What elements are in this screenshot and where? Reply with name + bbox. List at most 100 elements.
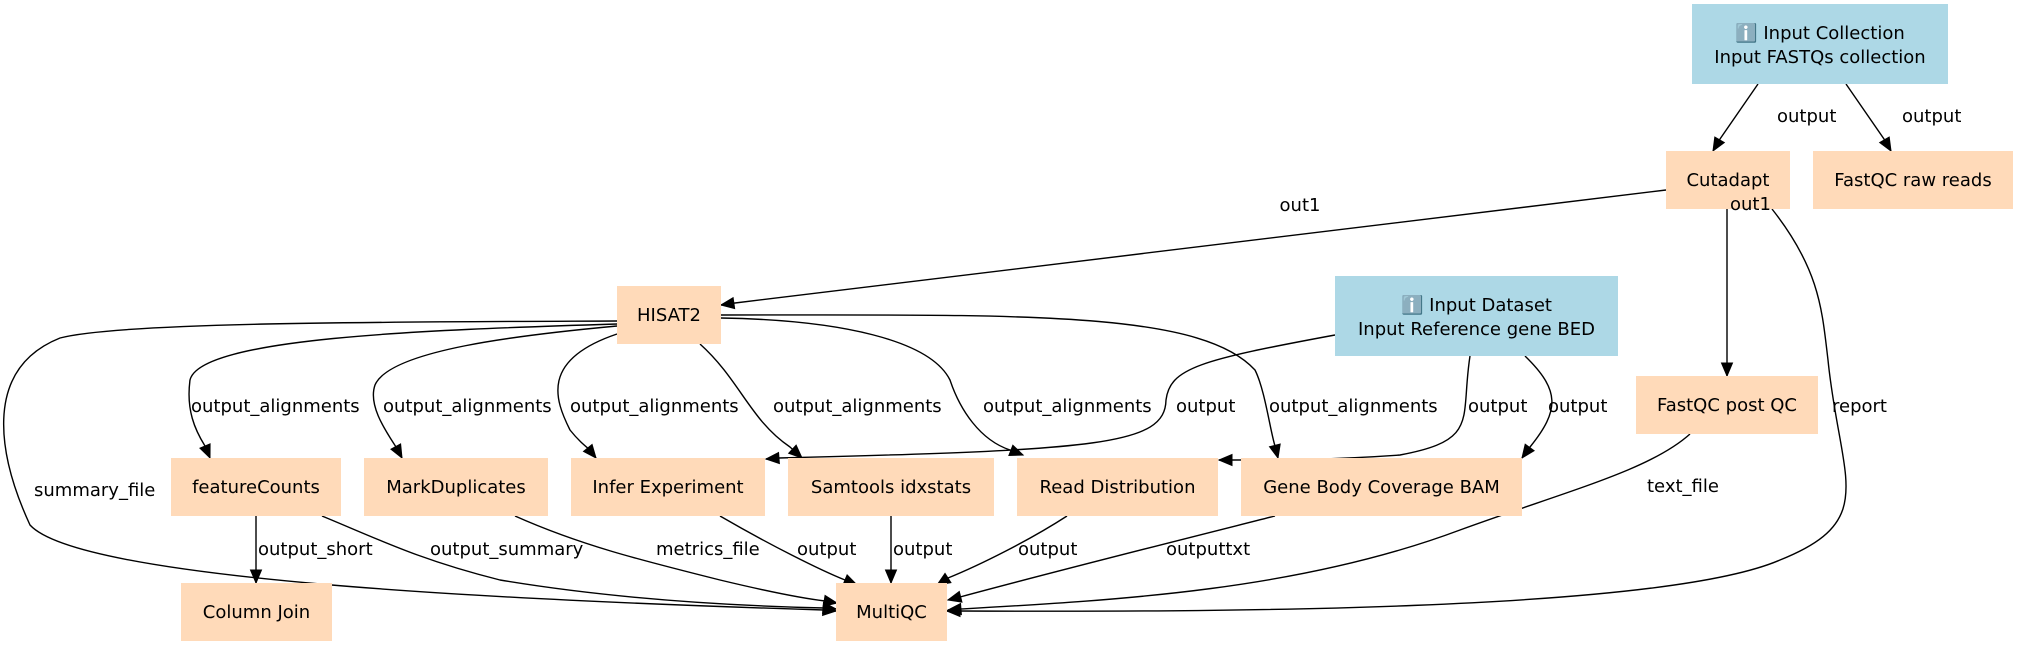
edge-label: output_alignments [191, 396, 360, 417]
tool-node-box [1017, 458, 1218, 516]
edge-hisat2-to-read_distribution [720, 317, 1025, 456]
edge-gene_body_coverage-to-multiqc [946, 515, 1276, 603]
arrowhead-icon [822, 594, 839, 607]
edge-label: output [893, 539, 952, 560]
node-label: MultiQC [856, 602, 927, 623]
edge-line [372, 325, 618, 459]
edge-input_collection-to-cutadapt [1712, 83, 1759, 153]
arrowhead-icon [719, 296, 736, 310]
edge-hisat2-to-gene_body_coverage [720, 314, 1281, 460]
edge-label: outputtxt [1166, 539, 1250, 560]
node-title-text: Input Dataset [1429, 295, 1552, 316]
edge-line [947, 515, 1276, 601]
arrowhead-icon [1720, 362, 1734, 378]
tool-node-box [788, 458, 994, 516]
edge-label: output [1176, 396, 1235, 417]
edge-label: output [1902, 106, 1961, 127]
node-label: FastQC post QC [1657, 395, 1797, 416]
edge-line [514, 515, 838, 604]
edge-label: out1 [1280, 195, 1321, 216]
edge-markduplicates-to-multiqc [514, 515, 839, 607]
arrowhead-icon [1217, 453, 1233, 467]
node-read_distribution[interactable]: Read Distribution [1017, 458, 1218, 516]
node-multiqc[interactable]: MultiQC [836, 583, 947, 641]
edge-line [699, 343, 803, 459]
edge-label: output [797, 539, 856, 560]
node-label: featureCounts [192, 477, 320, 498]
edge-line [720, 317, 1024, 456]
edge-hisat2-to-markduplicates [372, 325, 618, 460]
edge-hisat2-to-infer_experiment [557, 333, 618, 459]
input-node-box [1335, 276, 1618, 356]
node-label: MarkDuplicates [386, 477, 526, 498]
node-label: HISAT2 [637, 305, 701, 326]
node-cutadapt[interactable]: Cutadapt [1666, 151, 1790, 209]
edge-label: output [1468, 396, 1527, 417]
info-icon: ℹ️ [1401, 294, 1429, 316]
edge-line [557, 333, 618, 459]
edge-label: output_alignments [383, 396, 552, 417]
edge-cutadapt-to-fastqc_post [1720, 209, 1734, 378]
edge-input_dataset-to-infer_experiment [764, 334, 1336, 465]
tool-node-box [1241, 458, 1522, 516]
node-featurecounts[interactable]: featureCounts [171, 458, 341, 516]
edge-cutadapt-to-hisat2 [719, 189, 1667, 310]
edge-label: output [1548, 396, 1607, 417]
arrowhead-icon [249, 569, 263, 585]
node-subtitle: Input Reference gene BED [1358, 319, 1595, 340]
edge-input_dataset-to-gene_body_coverage [1521, 355, 1553, 460]
edge-label: output_short [258, 539, 373, 560]
node-column_join[interactable]: Column Join [181, 583, 332, 641]
tool-node-box [836, 583, 947, 641]
edge-label: output [1777, 106, 1836, 127]
edge-label: report [1832, 396, 1887, 417]
edge-label: output_alignments [983, 396, 1152, 417]
edge-line [188, 323, 618, 459]
node-markduplicates[interactable]: MarkDuplicates [364, 458, 548, 516]
edge-infer_experiment-to-multiqc [719, 515, 859, 586]
tool-node-box [1636, 376, 1818, 434]
edge-line [720, 314, 1279, 459]
arrowhead-icon [390, 443, 403, 460]
node-hisat2[interactable]: HISAT2 [617, 286, 721, 344]
edge-label: output_alignments [773, 396, 942, 417]
node-fastqc_post[interactable]: FastQC post QC [1636, 376, 1818, 434]
node-infer_experiment[interactable]: Infer Experiment [571, 458, 765, 516]
edge-label: output [1018, 539, 1077, 560]
node-gene_body_coverage[interactable]: Gene Body Coverage BAM [1241, 458, 1522, 516]
arrowhead-icon [582, 443, 597, 459]
node-fastqc_raw[interactable]: FastQC raw reads [1813, 151, 2013, 209]
node-label: Column Join [203, 602, 310, 623]
tool-node-box [617, 286, 721, 344]
tool-node-box [1813, 151, 2013, 209]
node-title: ℹ️ Input Collection [1735, 22, 1905, 44]
edge-line [765, 334, 1336, 460]
arrowhead-icon [1712, 136, 1726, 153]
edge-hisat2-to-samtools_idxstats [699, 343, 803, 459]
edge-line [947, 208, 1847, 612]
edge-label: summary_file [34, 480, 155, 501]
node-samtools_idxstats[interactable]: Samtools idxstats [788, 458, 994, 516]
edge-input_collection-to-fastqc_raw [1845, 83, 1892, 153]
edge-label: text_file [1647, 476, 1719, 497]
arrowhead-icon [1521, 443, 1535, 460]
node-title-text: Input Collection [1763, 23, 1904, 44]
tool-node-box [1666, 151, 1790, 209]
node-label: FastQC raw reads [1834, 170, 1991, 191]
arrowhead-icon [884, 569, 898, 585]
edge-label: output_alignments [1269, 396, 1438, 417]
tool-node-box [171, 458, 341, 516]
node-label: Cutadapt [1686, 170, 1769, 191]
edge-featurecounts-to-multiqc [321, 515, 838, 615]
node-label: Samtools idxstats [811, 477, 971, 498]
tool-node-box [181, 583, 332, 641]
node-label: Read Distribution [1040, 477, 1196, 498]
tool-node-box [364, 458, 548, 516]
node-subtitle: Input FASTQs collection [1714, 47, 1925, 68]
arrowhead-icon [199, 443, 211, 460]
